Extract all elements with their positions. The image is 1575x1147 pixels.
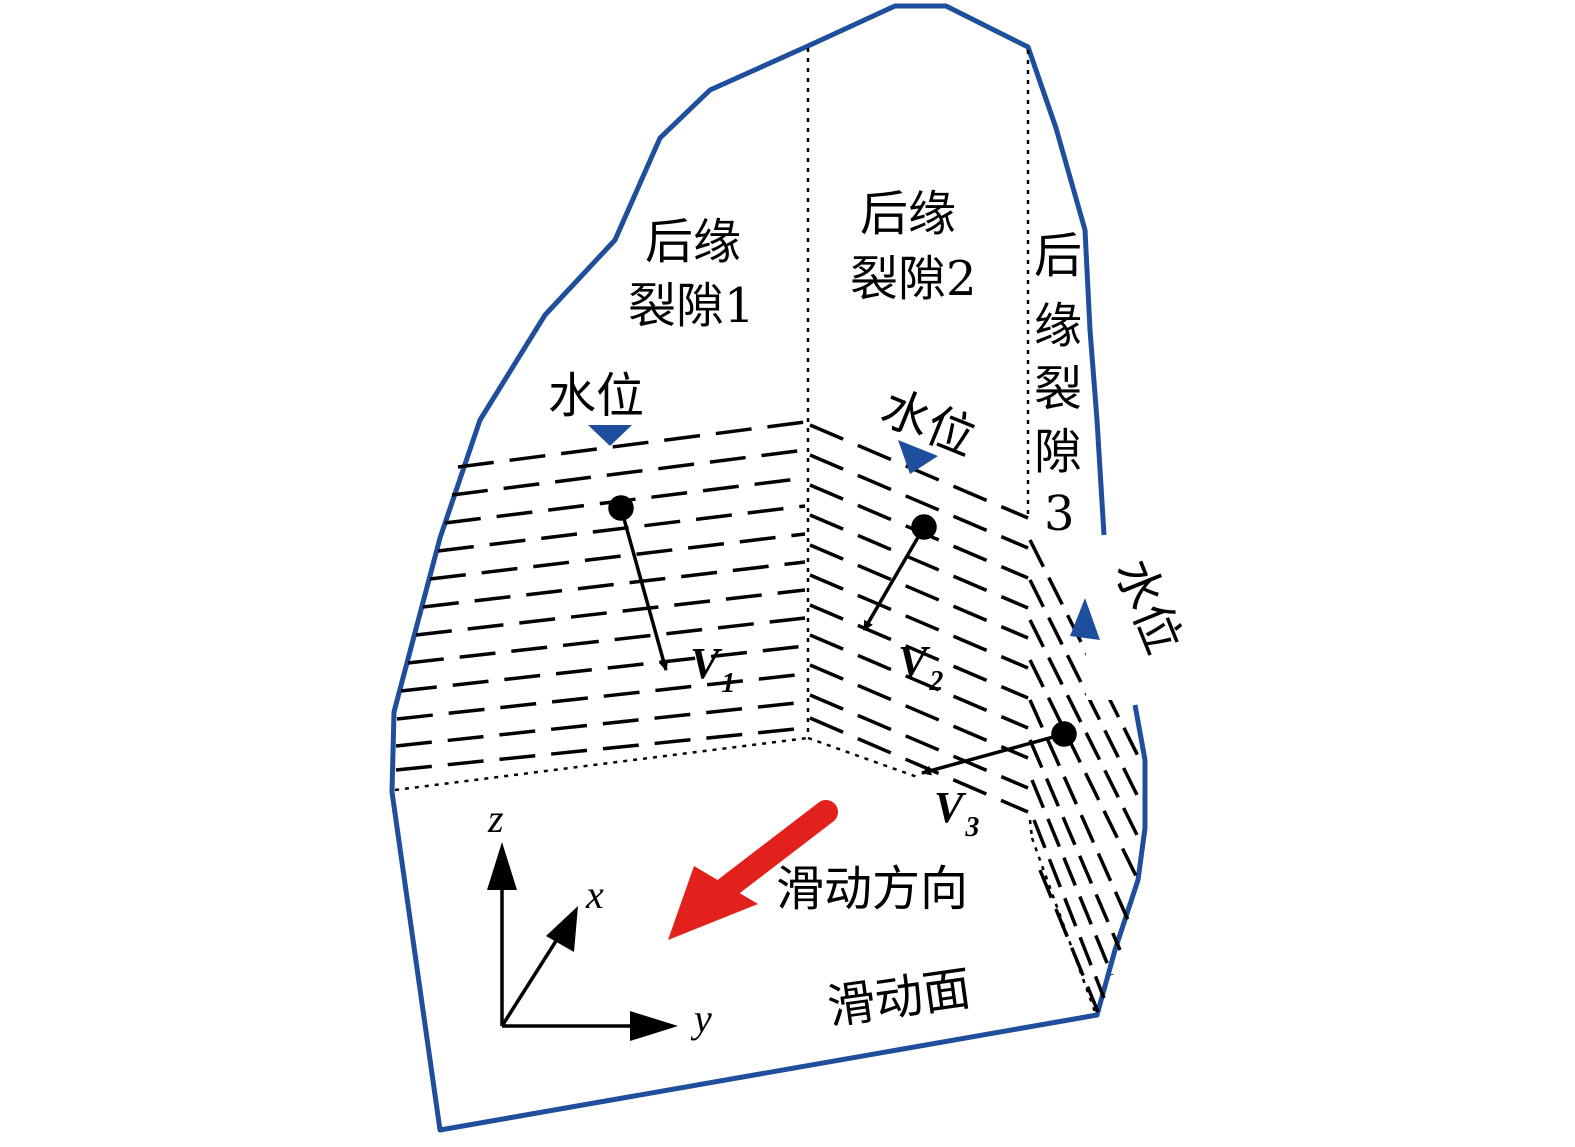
crack1-label-line1: 后缘 xyxy=(645,214,741,270)
z-axis-label: z xyxy=(487,796,504,841)
slide-direction-label: 滑动方向 xyxy=(776,861,968,917)
v1-label: V1 xyxy=(690,639,735,699)
water-level-marker-3 xyxy=(1070,598,1100,640)
crack2-label-line1: 后缘 xyxy=(860,186,956,242)
crack2-label-line2: 裂隙2 xyxy=(850,251,977,307)
crack3-label-char4: 隙 xyxy=(1034,424,1082,480)
crack1-label-line2: 裂隙1 xyxy=(628,278,755,334)
v2-label: V2 xyxy=(898,637,943,697)
crack3-label-char5: 3 xyxy=(1044,486,1075,542)
x-axis-label: x xyxy=(585,872,604,917)
water-level-marker-2 xyxy=(898,440,938,474)
v3-label: V3 xyxy=(934,783,979,843)
force-vectors xyxy=(608,495,1077,776)
crack3-label-char1: 后 xyxy=(1034,228,1082,284)
water-dashes-crack3 xyxy=(1028,539,1144,1013)
water-level-label-1: 水位 xyxy=(548,368,644,424)
v3-arrow-icon xyxy=(921,732,1065,776)
water-dashes-crack1 xyxy=(395,420,806,772)
v1-arrow-icon xyxy=(619,507,669,671)
crack3-label-char2: 缘 xyxy=(1034,298,1082,354)
slide-surface-label: 滑动面 xyxy=(824,960,974,1035)
coordinate-axes xyxy=(500,880,640,1028)
slide-direction-large-arrow-icon xyxy=(668,800,838,940)
rock-mass-outline-path xyxy=(389,3,1148,1133)
z-axis-arrowhead-icon xyxy=(487,842,517,890)
crack3-label-char3: 裂 xyxy=(1034,361,1082,417)
v2-arrow-icon xyxy=(862,526,926,631)
x-axis-arrowhead-icon xyxy=(546,906,578,952)
y-axis-arrowhead-icon xyxy=(630,1011,678,1041)
water-level-marker-1 xyxy=(588,425,632,446)
y-axis-label: y xyxy=(690,996,712,1041)
